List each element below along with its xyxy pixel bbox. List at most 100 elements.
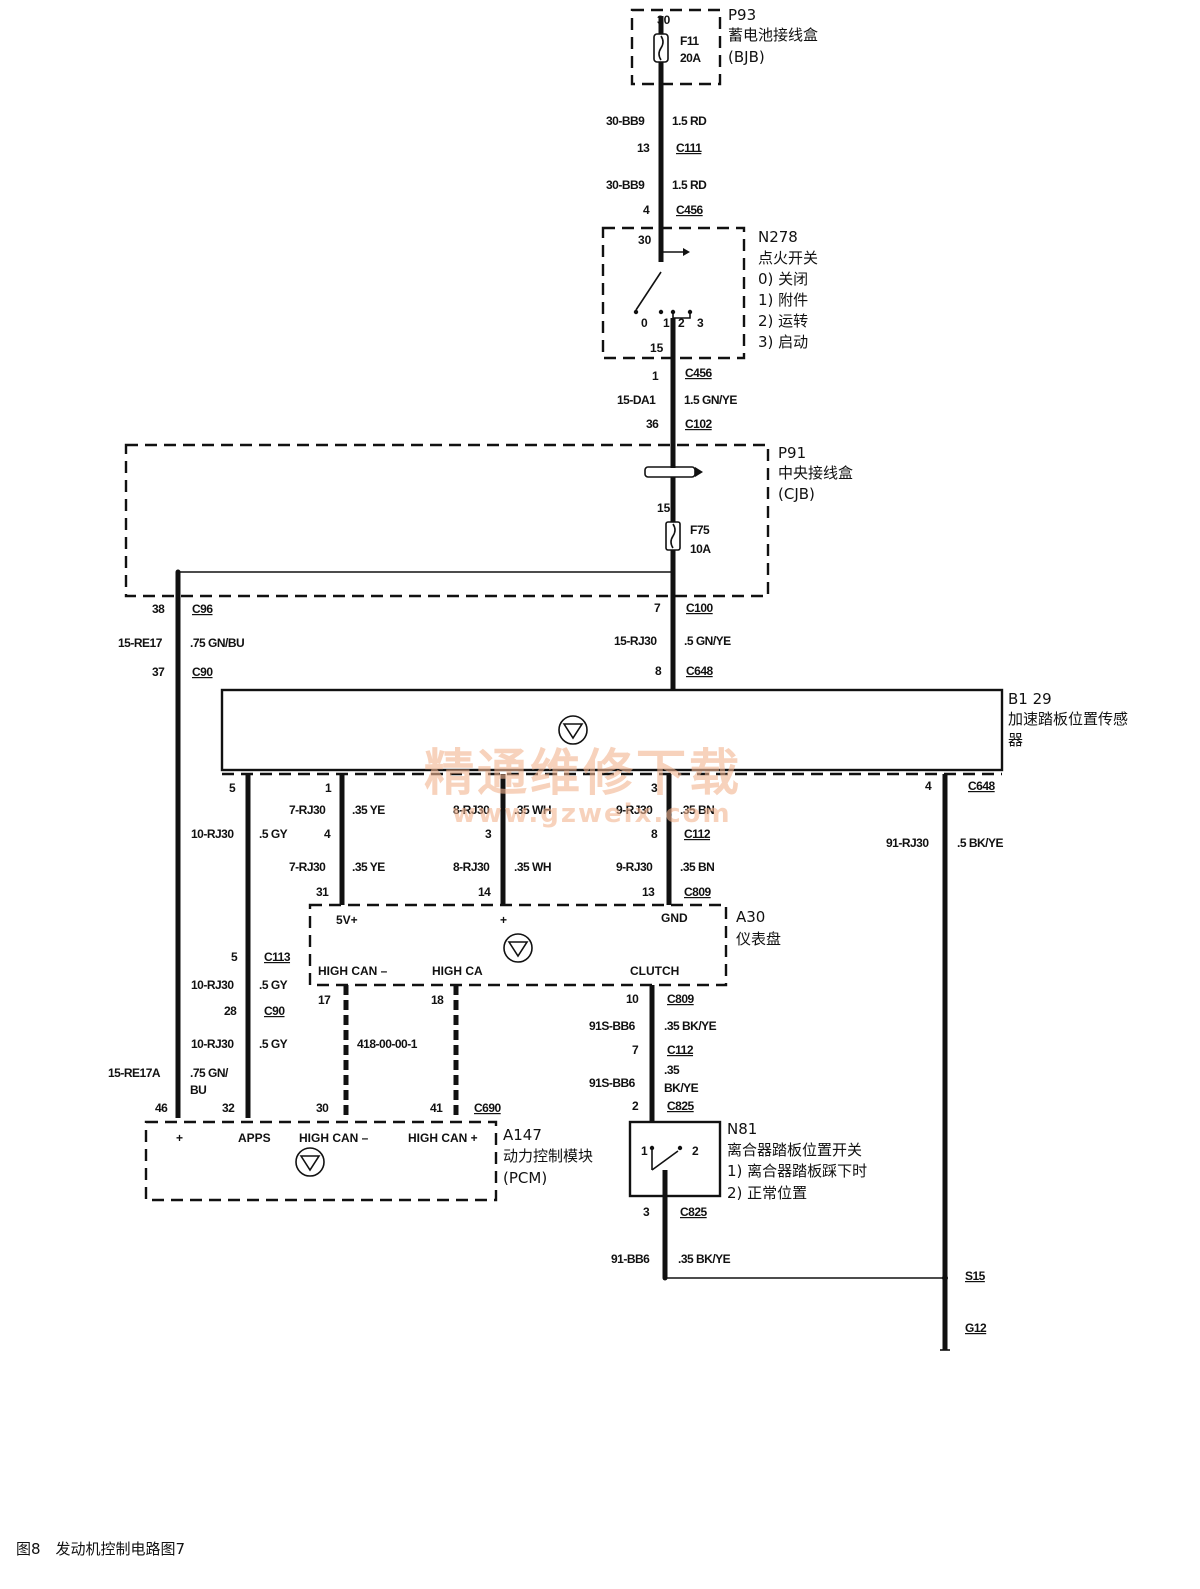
connector-pin: 4	[643, 203, 650, 217]
ignition-pos-2: 2	[678, 316, 685, 330]
fuse-F75-rating: 10A	[690, 542, 711, 556]
component-abbr-P91: (CJB)	[778, 485, 815, 503]
connector-pin: 2	[632, 1099, 639, 1113]
wire-circuit: 10-RJ30	[191, 827, 234, 841]
ignition-state-3: 3) 启动	[758, 333, 808, 351]
component-name-B129-line1: 加速踏板位置传感	[1008, 710, 1128, 728]
wire-circuit: 10-RJ30	[191, 1037, 234, 1051]
a30-pin: 18	[431, 993, 444, 1007]
connector-C102: C102	[685, 417, 713, 431]
n278-pin-in: 30	[638, 233, 652, 247]
component-name-A30: 仪表盘	[736, 930, 781, 948]
component-name-N278: 点火开关	[758, 249, 818, 267]
pcm-pin: 41	[430, 1101, 443, 1115]
wire-30-BB9: 30-BB9 1.5 RD 13 C111 30-BB9 1.5 RD 4 C4…	[606, 62, 708, 228]
connector-C96: C96	[192, 602, 213, 616]
connector-C809: C809	[684, 885, 712, 899]
connector-pin: 5	[231, 950, 238, 964]
ignition-pos-1: 1	[663, 316, 670, 330]
component-id-N278: N278	[758, 228, 798, 246]
splice-S15: S15	[965, 1269, 986, 1283]
component-name-P91: 中央接线盒	[778, 464, 853, 482]
wire-spec: .5 BK/YE	[957, 836, 1004, 850]
b129-pin: 3	[651, 781, 658, 795]
wire-15-DA1: 1 C456 15-DA1 1.5 GN/YE 36 C102	[617, 358, 738, 468]
component-id-P91: P91	[778, 444, 806, 462]
p91-pin: 15	[657, 501, 671, 515]
ignition-switch-N278: 30 0 1 2 3 15 N278 点火开关 0) 关闭 1) 附件 2) 运…	[601, 226, 818, 360]
b129-pin: 4	[925, 779, 932, 793]
connector-C100: C100	[686, 601, 714, 615]
wire-circuit: 91-BB6	[611, 1252, 650, 1266]
wire-15-RJ30: 7 C100 15-RJ30 .5 GN/YE 8 C648	[614, 596, 732, 690]
wire-circuit: 91-RJ30	[886, 836, 929, 850]
connector-C112: C112	[667, 1043, 694, 1057]
pcm-terminal-high-can-plus: HIGH CAN +	[408, 1131, 478, 1145]
watermark-chinese: 精通维修下载	[424, 744, 742, 802]
battery-junction-box-P93: 30 F11 20A P93 蓄电池接线盒 (BJB)	[630, 6, 818, 86]
connector-C825: C825	[667, 1099, 695, 1113]
wire-spec: .35 BN	[680, 803, 714, 817]
a30-terminal-5v: 5V+	[336, 913, 358, 927]
wire-circuit: 15-RJ30	[614, 634, 657, 648]
wire-circuit: 7-RJ30	[289, 860, 326, 874]
component-abbr-A147: (PCM)	[503, 1169, 547, 1187]
wire-circuit: 15-RE17A	[108, 1066, 161, 1080]
component-id-B129: B1 29	[1008, 690, 1052, 708]
powertrain-control-module-A147: + APPS HIGH CAN – HIGH CAN + A147 动力控制模块…	[144, 1120, 593, 1202]
wire-91S-BB6: 10 C809 91S-BB6 .35 BK/YE 7 C112 .35 91S…	[589, 985, 717, 1122]
p93-pin: 30	[657, 13, 671, 27]
connector-pin: 10	[626, 992, 639, 1006]
instrument-cluster-A30: 5V+ + GND HIGH CAN – HIGH CA CLUTCH A30 …	[308, 903, 781, 987]
wire-circuit: 15-RE17	[118, 636, 163, 650]
component-id-A147: A147	[503, 1126, 542, 1144]
wire-circuit: 91S-BB6	[589, 1076, 636, 1090]
connector-C113: C113	[264, 950, 291, 964]
pcm-terminal-plus: +	[176, 1131, 183, 1145]
figure-caption: 图8 发动机控制电路图7	[16, 1540, 186, 1558]
wire-spec: 1.5 RD	[672, 178, 707, 192]
a30-terminal-high-can-minus: HIGH CAN –	[318, 964, 388, 978]
wire-spec: .35 BN	[680, 860, 714, 874]
wire-circuit: 91S-BB6	[589, 1019, 636, 1033]
connector-C809: C809	[667, 992, 695, 1006]
central-junction-box-P91: 15 F75 10A P91 中央接线盒 (CJB)	[124, 443, 853, 598]
can-reference: 418-00-00-1	[357, 1037, 418, 1051]
connector-pin: 37	[152, 665, 165, 679]
wire-spec: BU	[190, 1083, 206, 1097]
connector-C825: C825	[680, 1205, 708, 1219]
a30-pin: 17	[318, 993, 331, 1007]
clutch-state-1: 1) 离合器踏板踩下时	[727, 1162, 867, 1180]
b129-pin: 1	[325, 781, 332, 795]
wire-circuit: 30-BB9	[606, 178, 645, 192]
wire-spec: .75 GN/BU	[190, 636, 244, 650]
wire-spec: 1.5 RD	[672, 114, 707, 128]
accelerator-pedal-sensor-B129: B1 29 加速踏板位置传感 器	[220, 688, 1128, 776]
n81-pin-2: 2	[692, 1144, 699, 1158]
wire-circuit: 30-BB9	[606, 114, 645, 128]
pcm-terminal-high-can-minus: HIGH CAN –	[299, 1131, 369, 1145]
wire-spec: .35 YE	[352, 803, 385, 817]
component-abbr-P93: (BJB)	[728, 48, 765, 66]
ground-G12: G12	[965, 1321, 987, 1335]
c112-pin: 3	[485, 827, 492, 841]
connector-pin: 7	[632, 1043, 639, 1057]
ignition-state-0: 0) 关闭	[758, 270, 808, 288]
c809-pin: 13	[642, 885, 655, 899]
wire-circuit: 7-RJ30	[289, 803, 326, 817]
sensor-signal-wires: 5 1 3 4 C648 7-RJ30 .35 YE 8-RJ30 .35 WH…	[191, 774, 1004, 1350]
component-name-N81: 离合器踏板位置开关	[727, 1141, 862, 1159]
connector-pin: 36	[646, 417, 659, 431]
connector-pin: 28	[224, 1004, 237, 1018]
wire-spec: .5 GY	[259, 978, 288, 992]
connector-C90: C90	[264, 1004, 285, 1018]
wire-10-RJ30-lower: 5 C113 10-RJ30 .5 GY 28 C90 10-RJ30 .5 G…	[108, 950, 291, 1097]
wire-circuit: 9-RJ30	[616, 803, 653, 817]
connector-C112: C112	[684, 827, 711, 841]
connector-pin: 13	[637, 141, 650, 155]
fuse-F11-rating: 20A	[680, 51, 701, 65]
connector-C111: C111	[676, 141, 702, 155]
connector-pin: 8	[655, 664, 662, 678]
ignition-state-2: 2) 运转	[758, 312, 808, 330]
